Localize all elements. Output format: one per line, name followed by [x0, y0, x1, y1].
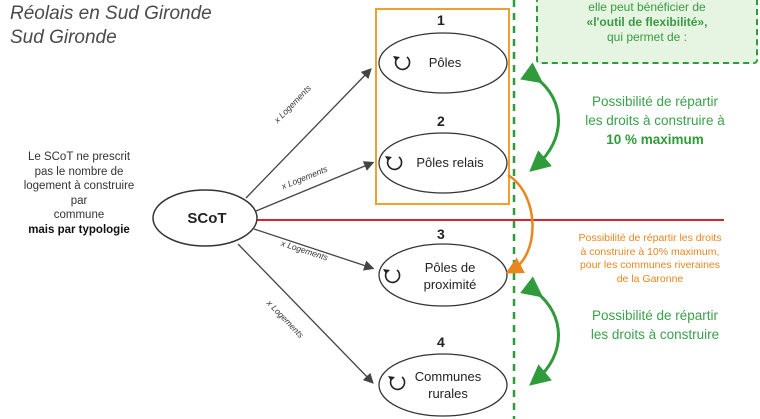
- flex-line-3: qui permet de :: [606, 30, 688, 44]
- ellipse-poles-proximite: [378, 243, 508, 307]
- arrow-to-poles-proximite: [253, 228, 375, 271]
- typology-label-poles-relais: Pôles relais: [416, 155, 484, 170]
- arrow-to-poles-relais: [255, 161, 375, 212]
- cycle-icon: [385, 156, 403, 171]
- left-note-line-5: commune: [53, 209, 105, 221]
- typology-label-3-line-2: proximité: [423, 277, 477, 292]
- cycle-icon: [383, 269, 401, 284]
- ellipse-poles: [378, 32, 508, 94]
- scot-ellipse: [152, 189, 258, 247]
- typology-label-poles-proximite: Pôles de proximité: [400, 259, 500, 293]
- orange-arrow-2-3: [505, 173, 534, 274]
- title-line-1: Réolais en Sud Gironde: [10, 3, 212, 24]
- scot-label: SCoT: [187, 210, 227, 227]
- orange-note-line-4: de la Garonne: [616, 272, 684, 285]
- left-note-line-2: pas le nombre de: [34, 165, 124, 178]
- green-double-arrow-3-4: [520, 276, 560, 386]
- typology-number-2: 2: [437, 113, 445, 129]
- left-note-line-4: par: [70, 194, 88, 207]
- orange-note-garonne: Possibilité de répartir les droits à con…: [540, 232, 760, 286]
- green-note-1-line-1: Possibilité de répartir: [591, 94, 719, 109]
- left-note-line-1: Le SCoT ne prescrit: [27, 151, 131, 163]
- left-note: Le SCoT ne prescrit pas le nombre de log…: [4, 150, 154, 237]
- flexibility-box-text: elle peut bénéficier de «l'outil de flex…: [536, 0, 758, 45]
- typology-label-4-line-1: Communes: [414, 369, 482, 384]
- orange-note-line-2: à construire à 10% maximum,: [580, 245, 720, 258]
- typology-number-4: 4: [437, 334, 445, 350]
- left-note-line-3: logement à construire: [23, 180, 135, 192]
- arrow-to-communes-rurales: [237, 243, 374, 384]
- typology-number-1: 1: [437, 12, 445, 28]
- green-note-1-line-3: 10 % maximum: [606, 132, 704, 147]
- left-note-line-6: mais par typologie: [28, 223, 130, 236]
- flexibility-box: [536, 0, 758, 64]
- ellipse-poles-relais: [378, 132, 508, 194]
- typology-number-3: 3: [437, 226, 445, 242]
- orange-note-line-3: pour les communes riveraines: [579, 259, 721, 271]
- typology-label-poles: Pôles: [428, 55, 462, 70]
- green-note-2-line-1: Possibilité de répartir: [591, 308, 719, 323]
- green-note-2-line-2: les droits à construire: [590, 327, 720, 342]
- green-note-1-line-2: les droits à construire à: [585, 113, 725, 128]
- cycle-icon: [393, 56, 411, 71]
- diagram-title: Réolais en Sud Gironde Sud Gironde: [10, 2, 212, 50]
- group-frame-1-2: [375, 8, 510, 205]
- flex-line-2: «l'outil de flexibilité»,: [586, 15, 708, 29]
- typology-label-communes-rurales: Communes rurales: [398, 368, 498, 402]
- ellipse-communes-rurales: [378, 353, 508, 417]
- typology-label-3-line-1: Pôles de: [424, 260, 476, 275]
- green-double-arrow-1-2: [520, 62, 560, 172]
- green-note-10-percent: Possibilité de répartir les droits à con…: [560, 92, 750, 149]
- orange-note-line-1: Possibilité de répartir les droits: [578, 232, 722, 244]
- typology-label-4-line-2: rurales: [428, 386, 468, 401]
- flex-line-1: elle peut bénéficier de: [588, 0, 706, 14]
- green-note-rights: Possibilité de répartir les droits à con…: [560, 306, 750, 344]
- cycle-icon: [388, 376, 406, 391]
- title-line-2: Sud Gironde: [10, 27, 117, 48]
- arrow-to-poles: [245, 68, 372, 199]
